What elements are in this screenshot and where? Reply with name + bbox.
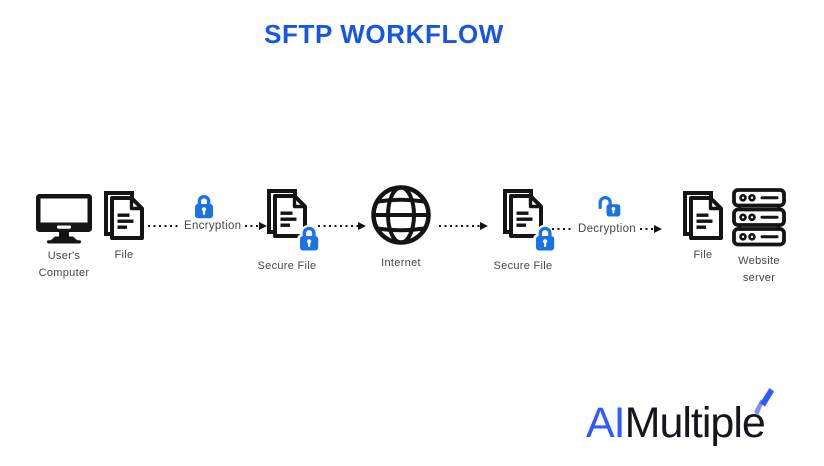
node-label: Secure File xyxy=(493,260,553,272)
dotted-line xyxy=(318,225,358,227)
lock-closed-icon xyxy=(297,224,321,252)
dotted-line xyxy=(439,225,480,227)
connector-from-internet xyxy=(439,219,488,233)
connector-label: Encryption xyxy=(184,220,242,232)
monitor-icon xyxy=(36,194,92,244)
node-label: File xyxy=(693,249,713,261)
node-label: Internet xyxy=(381,257,421,269)
document-icon xyxy=(104,191,144,240)
connector-to-internet xyxy=(318,219,366,233)
document-icon xyxy=(267,189,307,238)
connector-encryption: Encryption xyxy=(148,195,268,233)
arrowhead-icon xyxy=(653,225,662,233)
node-label: User's Computer xyxy=(38,250,90,280)
connector-label: Decryption xyxy=(578,223,636,235)
dotted-line xyxy=(552,228,574,230)
logo-bolt-icon xyxy=(753,388,774,416)
node-users-computer: User's Computer xyxy=(28,192,100,282)
secure-document-icon xyxy=(266,188,321,252)
arrowhead-icon xyxy=(480,222,488,230)
lock-open-icon xyxy=(598,196,621,217)
logo-text-ai: AI xyxy=(586,399,626,447)
node-file-source: File xyxy=(100,190,148,264)
node-label: Secure File xyxy=(257,260,317,272)
dotted-line xyxy=(639,228,654,230)
node-file-destination: File xyxy=(679,190,727,264)
document-icon xyxy=(503,189,543,238)
node-label: File xyxy=(114,249,134,261)
secure-document-icon xyxy=(502,188,557,252)
connector-decryption: Decryption xyxy=(552,196,662,236)
arrowhead-icon xyxy=(259,222,268,230)
lock-closed-icon xyxy=(195,195,213,219)
node-secure-file-2: Secure File xyxy=(492,188,557,275)
arrowhead-icon xyxy=(358,222,366,230)
document-icon xyxy=(683,191,723,240)
node-website-server: Website server xyxy=(728,188,790,287)
logo-text-multiple: Multiple xyxy=(624,399,766,447)
node-label: Website server xyxy=(738,255,780,285)
server-icon xyxy=(732,188,786,247)
lock-closed-icon xyxy=(533,224,557,252)
node-secure-file-1: Secure File xyxy=(256,188,321,275)
node-internet: Internet xyxy=(369,184,433,272)
dotted-line xyxy=(245,225,260,227)
diagram-title: SFTP WORKFLOW xyxy=(264,19,504,49)
globe-icon xyxy=(371,185,431,245)
dotted-line xyxy=(148,225,180,227)
